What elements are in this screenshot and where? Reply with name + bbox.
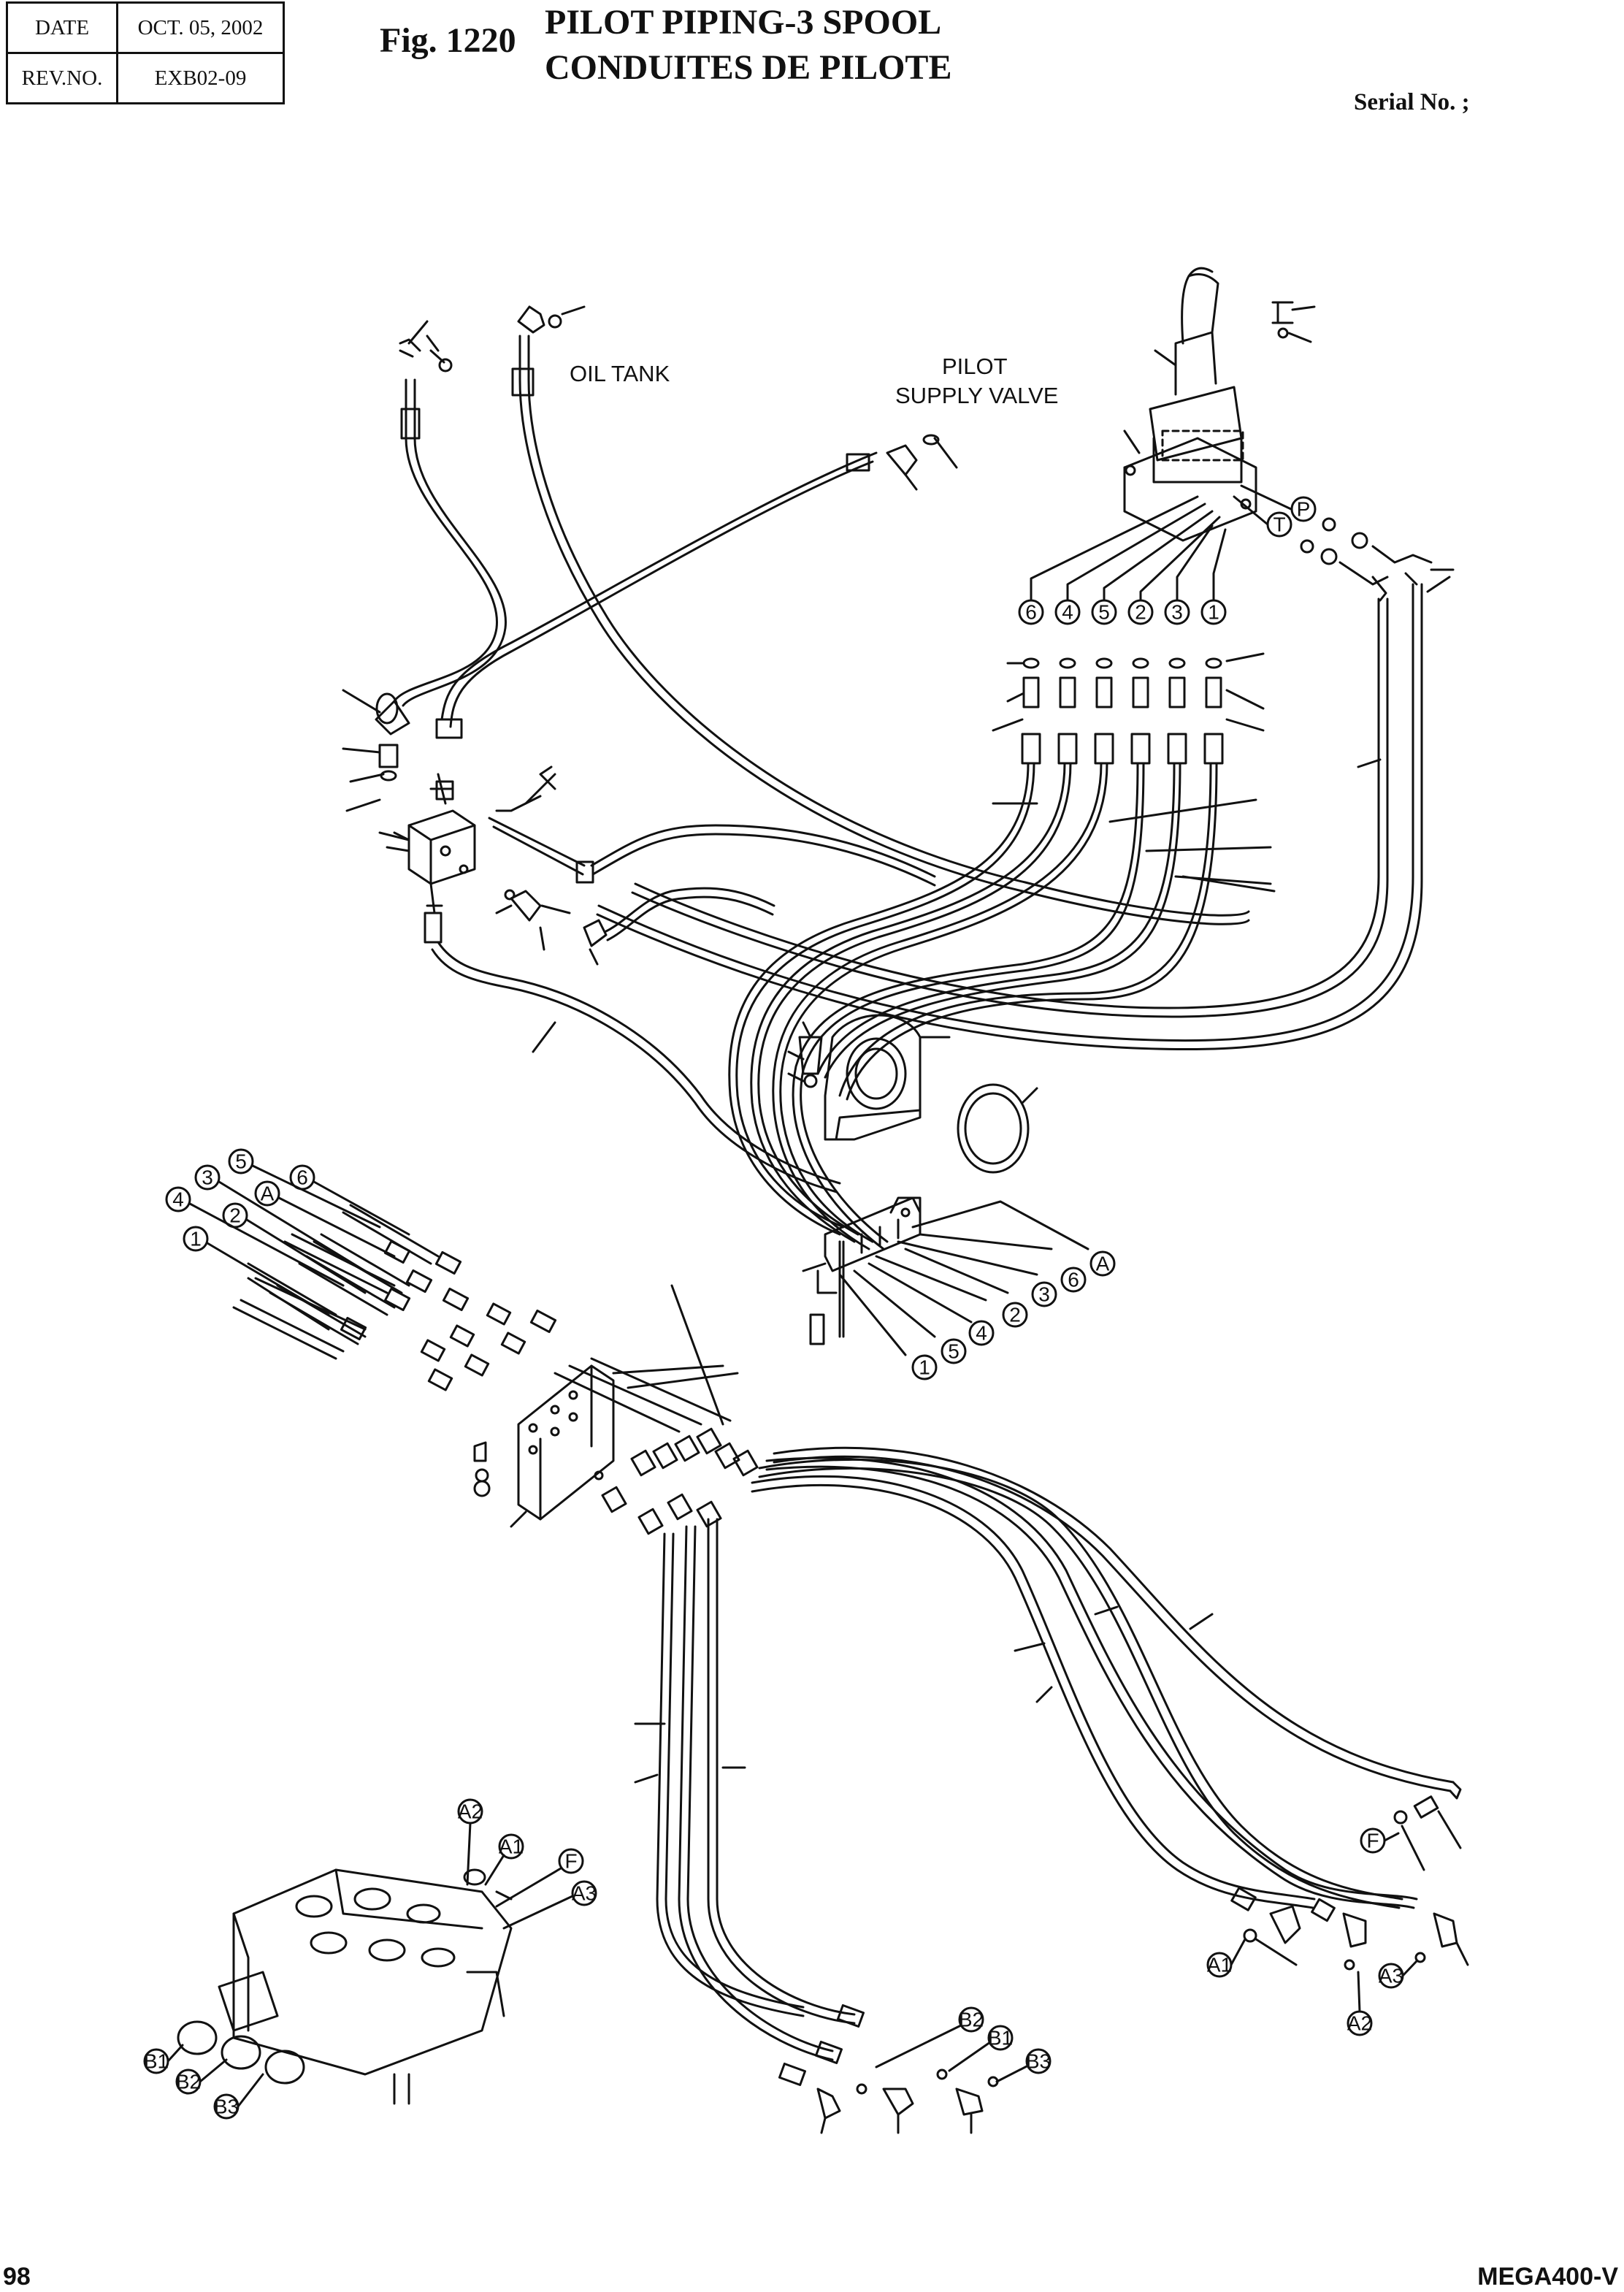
callout-port-5: 5: [1098, 601, 1110, 624]
callout-lower-a1: A1: [1207, 1954, 1232, 1976]
valve-plate: [473, 1284, 732, 1528]
callout-lower-a3: A3: [1379, 1965, 1403, 1987]
upper-left-plumbing: [342, 305, 1250, 925]
callout-right-4: 4: [976, 1322, 987, 1345]
serial-number: Serial No. ;: [1354, 89, 1470, 115]
callout-left-3: 3: [202, 1166, 213, 1189]
callout-right-1: 1: [919, 1356, 930, 1379]
callout-left-6: 6: [296, 1166, 308, 1189]
callout-p: P: [1297, 498, 1311, 521]
callout-valve-a2: A2: [458, 1800, 483, 1823]
rev-value: EXB02-09: [116, 52, 285, 104]
callout-right-a: A: [1096, 1253, 1110, 1275]
figure-title-fr: CONDUITES DE PILOTE: [545, 48, 952, 87]
callout-valve-a3: A3: [572, 1882, 597, 1905]
pilot-supply-label-2: SUPPLY VALVE: [895, 383, 1058, 408]
callout-right-3: 3: [1038, 1283, 1050, 1306]
manifold-callouts-right: A 6 3 2 4 5 1: [838, 1200, 1116, 1380]
callout-valve-b2: B2: [176, 2071, 201, 2093]
left-callouts: 5 6 3 A 4 2 1: [165, 1148, 410, 1316]
callout-valve-b3: B3: [214, 2096, 239, 2118]
oil-tank-label: OIL TANK: [570, 361, 670, 386]
main-control-valve: A2 A1 F A3 B1 B2 B3: [143, 1798, 597, 2120]
date-label: DATE: [6, 1, 118, 54]
callout-mid-b2: B2: [959, 2009, 984, 2031]
callout-mid-b3: B3: [1026, 2050, 1051, 2073]
callout-valve-a1: A1: [499, 1835, 524, 1858]
callout-right-6: 6: [1068, 1269, 1079, 1291]
joystick-port-callouts: 6 4 5 2 3 1: [1018, 495, 1227, 625]
callout-port-2: 2: [1135, 601, 1146, 624]
tee-block: [386, 765, 936, 1193]
joystick-fittings: [992, 652, 1265, 765]
figure-title-en: PILOT PIPING-3 SPOOL: [545, 3, 942, 42]
callout-lower-f: F: [1366, 1830, 1379, 1852]
mounting-bracket: [787, 1014, 1038, 1174]
page-number: 98: [3, 2263, 31, 2291]
callout-left-1: 1: [190, 1228, 202, 1250]
right-return-hoses: [596, 572, 1423, 1051]
callout-right-2: 2: [1009, 1304, 1021, 1326]
callout-valve-f: F: [564, 1850, 577, 1873]
figure-title: PILOT PIPING-3 SPOOL CONDUITES DE PILOTE: [545, 0, 951, 91]
lower-fittings-cluster: [601, 1364, 759, 1535]
header-table: DATE OCT. 05, 2002 REV.NO. EXB02-09: [6, 1, 285, 104]
lower-right-fittings: A1 A3 A2: [1206, 1887, 1469, 2036]
date-value: OCT. 05, 2002: [116, 1, 285, 54]
callout-left-5: 5: [235, 1150, 247, 1173]
callout-right-5: 5: [948, 1340, 960, 1363]
lower-long-hoses: F: [751, 1446, 1462, 1909]
callout-mid-b1: B1: [988, 2027, 1013, 2050]
callout-lower-a2: A2: [1347, 2012, 1372, 2035]
callout-left-4: 4: [172, 1188, 184, 1211]
callout-port-3: 3: [1171, 601, 1183, 624]
vertical-descending-hoses: [634, 1518, 865, 2087]
callout-left-a: A: [261, 1183, 275, 1205]
left-hose-stubs: [232, 1204, 557, 1391]
pilot-supply-label-1: PILOT: [942, 354, 1008, 379]
lower-middle-fittings: B2 B1 B3: [816, 2006, 1052, 2134]
callout-port-6: 6: [1025, 601, 1037, 624]
figure-number: Fig. 1220: [380, 21, 516, 60]
pressure-tank-callouts: P T: [1233, 484, 1455, 593]
callout-port-4: 4: [1062, 601, 1073, 624]
callout-valve-b1: B1: [144, 2050, 169, 2073]
rev-label: REV.NO.: [6, 52, 118, 104]
model-name: MEGA400-V: [1477, 2263, 1618, 2291]
joystick-hose-bundle: [728, 762, 1276, 1250]
callout-port-1: 1: [1208, 601, 1219, 624]
callout-t: T: [1273, 513, 1285, 536]
callout-left-2: 2: [229, 1204, 241, 1227]
joystick-assembly: [1123, 267, 1316, 542]
